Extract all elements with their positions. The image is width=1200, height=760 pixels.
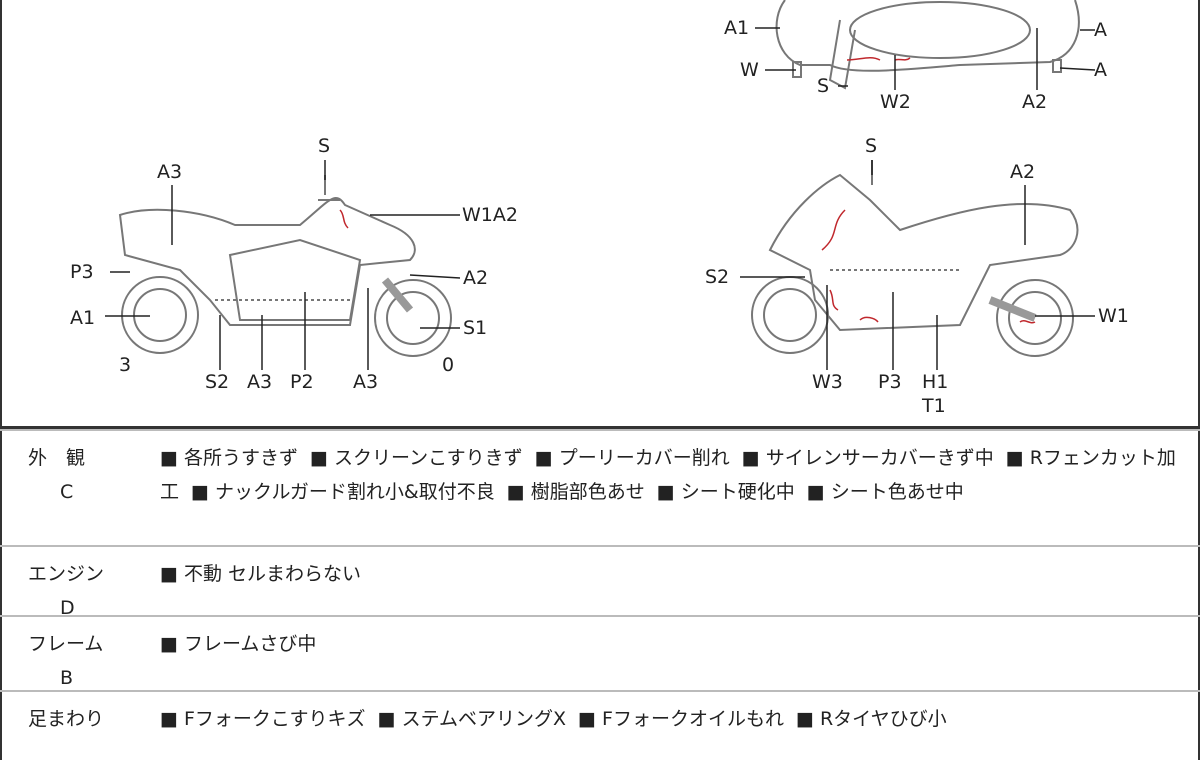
condition-item: 樹脂部色あせ <box>507 481 645 503</box>
row-items: 各所うすきずスクリーンこすりきずプーリーカバー削れサイレンサーカバーきず中Rフェ… <box>160 441 1180 509</box>
condition-item: スクリーンこすりきず <box>310 447 523 469</box>
condition-item: Rタイヤひび小 <box>796 708 947 730</box>
label-w1: W1 <box>1098 305 1129 327</box>
label-a3: A3 <box>247 371 273 393</box>
condition-item: サイレンサーカバーきず中 <box>742 447 994 469</box>
row-category: フレーム <box>28 633 104 655</box>
row-grade: D <box>60 597 75 619</box>
label-s2: S2 <box>705 266 730 288</box>
label-w: W <box>740 59 759 81</box>
scooter-left-view <box>118 175 452 357</box>
label-a2: A2 <box>463 267 489 289</box>
divider <box>0 426 1200 429</box>
condition-item: Fフォークこすりキズ <box>160 708 366 730</box>
scooter-right-view <box>751 160 1079 357</box>
label-a: A <box>1094 19 1107 41</box>
label-a: A <box>1094 59 1107 81</box>
label-t1: T1 <box>922 395 946 417</box>
label-a1: A1 <box>724 17 750 39</box>
label-w3: W3 <box>812 371 843 393</box>
label-s: S <box>865 135 878 157</box>
row-grade: C <box>60 481 74 503</box>
top-view-leaders <box>755 27 1096 90</box>
label-a2: A2 <box>1010 161 1036 183</box>
scooter-drawings <box>105 0 1096 370</box>
row-items: フレームさび中 <box>160 627 1180 661</box>
condition-item: ナックルガード割れ小&取付不良 <box>191 481 495 503</box>
row-suspension: 足まわり FフォークこすりキズステムベアリングX Fフォークオイルもれ Rタイヤひび… <box>0 690 1200 752</box>
row-category: エンジン <box>28 563 105 585</box>
condition-item: 不動 セルまわらない <box>160 563 361 585</box>
right-view-leaders <box>740 160 1095 370</box>
label-a3: A3 <box>353 371 379 393</box>
condition-item: シート硬化中 <box>657 481 795 503</box>
row-frame: フレーム B フレームさび中 <box>0 615 1200 691</box>
label-w2: W2 <box>880 91 911 113</box>
label-s2: S2 <box>205 371 230 393</box>
label-0: 0 <box>442 354 455 376</box>
damage-diagram: A1 A W S W2 A2 A S A3 W1A2 P3 A2 A1 S1 3… <box>70 0 1129 417</box>
condition-item: Fフォークオイルもれ <box>578 708 784 730</box>
label-p3: P3 <box>70 261 94 283</box>
left-view-leaders <box>105 160 461 370</box>
row-category: 外 観 <box>28 447 86 469</box>
label-p2: P2 <box>290 371 314 393</box>
label-a3: A3 <box>157 161 183 183</box>
condition-item: ステムベアリングX <box>378 708 566 730</box>
label-3: 3 <box>119 354 132 376</box>
row-grade: B <box>60 667 74 689</box>
condition-item: プーリーカバー削れ <box>535 447 730 469</box>
label-h1: H1 <box>922 371 949 393</box>
row-items: FフォークこすりキズステムベアリングX Fフォークオイルもれ Rタイヤひび小 <box>160 702 1180 736</box>
label-s: S <box>318 135 331 157</box>
condition-item: 各所うすきず <box>160 447 298 469</box>
label-p3: P3 <box>878 371 902 393</box>
label-s1: S1 <box>463 317 488 339</box>
label-a1: A1 <box>70 307 96 329</box>
label-s: S <box>817 75 830 97</box>
scooter-top-view <box>775 0 1080 90</box>
row-engine: エンジン D 不動 セルまわらない <box>0 545 1200 619</box>
condition-item: フレームさび中 <box>160 633 316 655</box>
condition-item: シート色あせ中 <box>807 481 964 503</box>
label-a2: A2 <box>1022 91 1048 113</box>
row-category: 足まわり <box>28 708 105 730</box>
row-exterior: 外 観 C 各所うすきずスクリーンこすりきずプーリーカバー削れサイレンサーカバーき… <box>0 429 1200 546</box>
label-w1a2: W1A2 <box>462 204 518 226</box>
row-items: 不動 セルまわらない <box>160 557 1180 591</box>
